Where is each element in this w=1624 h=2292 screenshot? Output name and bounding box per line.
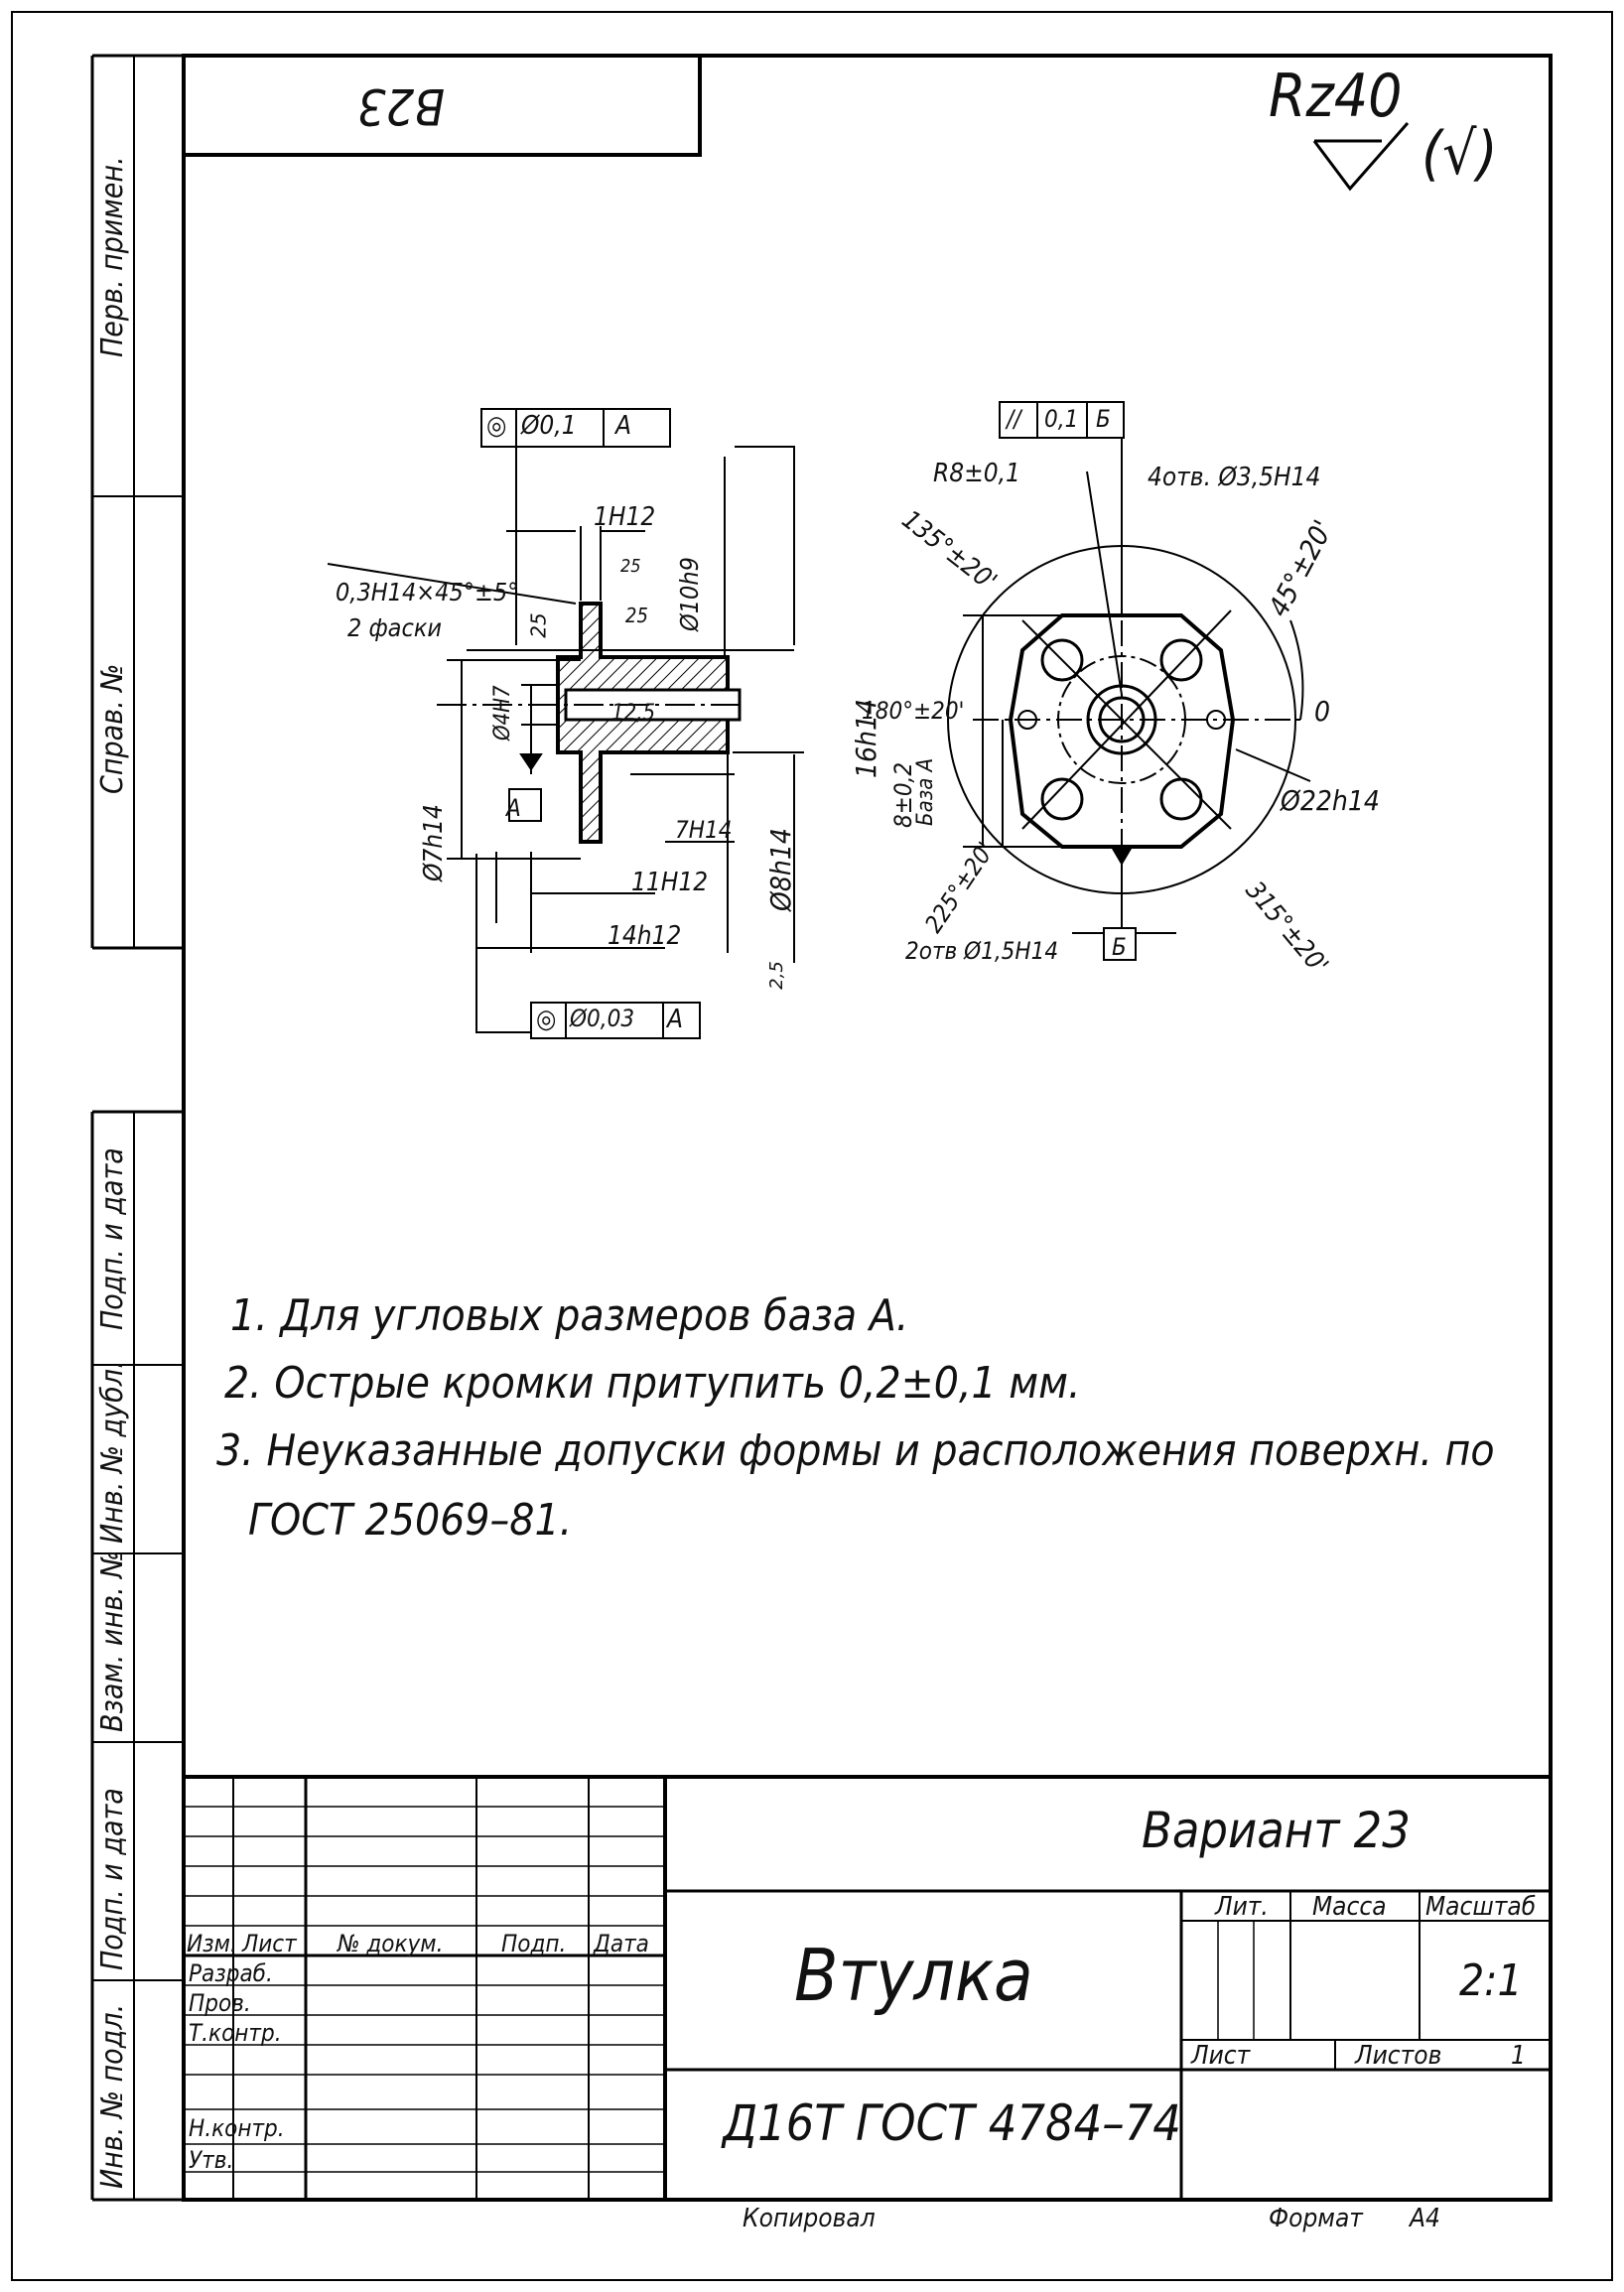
row-razrab: Разраб.: [189, 1959, 273, 1987]
dim-14h12: 14h12: [608, 921, 682, 951]
tol-top-value: Ø0,1: [521, 411, 577, 441]
chamfer-label: 0,3Н14×45°±5°: [336, 578, 519, 607]
datum-a-box: [508, 788, 542, 822]
massa-label: Масса: [1312, 1892, 1387, 1922]
col-podp: Подп.: [501, 1930, 567, 1957]
tol-bottom-symbol: ◎: [536, 1005, 557, 1034]
hole-225: [1040, 777, 1084, 821]
section-view: [328, 408, 804, 1039]
label-podp-data-2: Подп. и дата: [95, 1788, 130, 1970]
rough-25c: 25: [526, 612, 551, 638]
baza-a: База А: [913, 757, 938, 826]
label-inv-dubl: Инв. № дубл.: [95, 1360, 130, 1544]
dim-1h12: 1Н12: [594, 502, 656, 532]
label-vzam-inv: Взам. инв. №: [95, 1550, 130, 1732]
sheets-value: 1: [1511, 2041, 1526, 2071]
masshtab-label: Масштаб: [1425, 1892, 1537, 1922]
hole-315: [1159, 777, 1203, 821]
roughness-triangle-icon: [1312, 122, 1410, 192]
rough-25b: 25: [625, 604, 648, 627]
holes-2: 2отв Ø1,5Н14: [905, 937, 1059, 965]
row-tkontr: Т.контр.: [189, 2019, 282, 2047]
format-value: А4: [1410, 2204, 1440, 2233]
tol-parallel-datum: Б: [1096, 405, 1111, 433]
format-label: Формат: [1269, 2204, 1363, 2233]
col-data: Дата: [594, 1930, 649, 1957]
rough-125: 12,5: [611, 701, 656, 726]
radius-r8: R8±0,1: [933, 459, 1020, 488]
angle-zero: 0: [1314, 695, 1331, 728]
label-perv-primen: Перв. примен.: [95, 156, 130, 357]
tol-parallel-value: 0,1: [1044, 405, 1079, 433]
row-nkontr: Н.контр.: [189, 2114, 285, 2142]
sheets-label: Листов: [1355, 2041, 1442, 2071]
dim-16h14-front: 16h14: [850, 698, 882, 778]
tol-top-datum: А: [615, 411, 631, 441]
tol-bottom-datum: А: [667, 1005, 683, 1034]
label-podp-data-1: Подп. и дата: [95, 1147, 130, 1330]
tolerance-frame-top: [480, 408, 671, 448]
part-name: Втулка: [794, 1934, 1033, 2017]
variant-label: Вариант 23: [1142, 1802, 1411, 1859]
tolerance-frame-parallel: [999, 401, 1125, 439]
inner-frame: [182, 54, 1553, 2202]
note-1: 1. Для угловых размеров база А.: [230, 1290, 909, 1341]
chamfer-count: 2 фаски: [347, 613, 443, 642]
col-dokum: № докум.: [338, 1930, 444, 1957]
row-utv: Утв.: [189, 2146, 234, 2174]
roughness-parenthetical: (√): [1421, 119, 1498, 189]
dim-d8h14: Ø8h14: [764, 828, 797, 911]
dim-7h14: 7Н14: [675, 816, 733, 844]
dim-d7h14: Ø7h14: [419, 804, 449, 881]
row-prov: Пров.: [189, 1989, 251, 2017]
copied-label: Копировал: [743, 2204, 876, 2233]
angle-180: 180°±20': [862, 697, 965, 725]
hex-contour: [1008, 613, 1236, 849]
col-izm: Изм.: [187, 1930, 237, 1957]
dim-d4h7: Ø4Н7: [490, 685, 515, 741]
label-inv-podl: Инв. № подл.: [95, 2003, 130, 2189]
dim-11h12: 11Н12: [631, 868, 709, 897]
dim-d10h9: Ø10h9: [675, 557, 704, 631]
roughness-general: Rz40: [1269, 62, 1403, 131]
datum-a-label: А: [506, 794, 521, 822]
note-2: 2. Острые кромки притупить 0,2±0,1 мм.: [224, 1358, 1081, 1409]
label-sprav-no: Справ. №: [95, 663, 130, 794]
datum-b-label: Б: [1112, 933, 1127, 961]
rough-25a: 25: [620, 556, 641, 577]
note-3-cont: ГОСТ 25069–81.: [248, 1495, 573, 1546]
tol-parallel-symbol: //: [1007, 405, 1021, 433]
scale-value: 2:1: [1459, 1955, 1523, 2006]
hole-45: [1159, 638, 1203, 682]
front-view: [947, 401, 1311, 961]
holes-4: 4отв. Ø3,5Н14: [1148, 463, 1321, 492]
hole-135: [1040, 638, 1084, 682]
tol-bottom-value: Ø0,03: [570, 1005, 635, 1032]
datum-b-box: [1103, 927, 1137, 961]
col-list: Лист: [242, 1930, 297, 1957]
lit-label: Лит.: [1215, 1892, 1269, 1922]
dim-d22h14: Ø22h14: [1281, 784, 1380, 817]
variant-code: В23: [357, 77, 446, 135]
tolerance-frame-bottom: [530, 1002, 701, 1039]
note-3: 3. Неуказанные допуски формы и расположе…: [216, 1425, 1495, 1476]
sheet-label: Лист: [1191, 2041, 1251, 2071]
rough-25d: 2,5: [765, 961, 787, 990]
tol-top-symbol: ◎: [486, 411, 507, 441]
material: Д16Т ГОСТ 4784–74: [723, 2094, 1181, 2152]
sheet-border: [11, 11, 1613, 2281]
part-section: [556, 602, 730, 844]
